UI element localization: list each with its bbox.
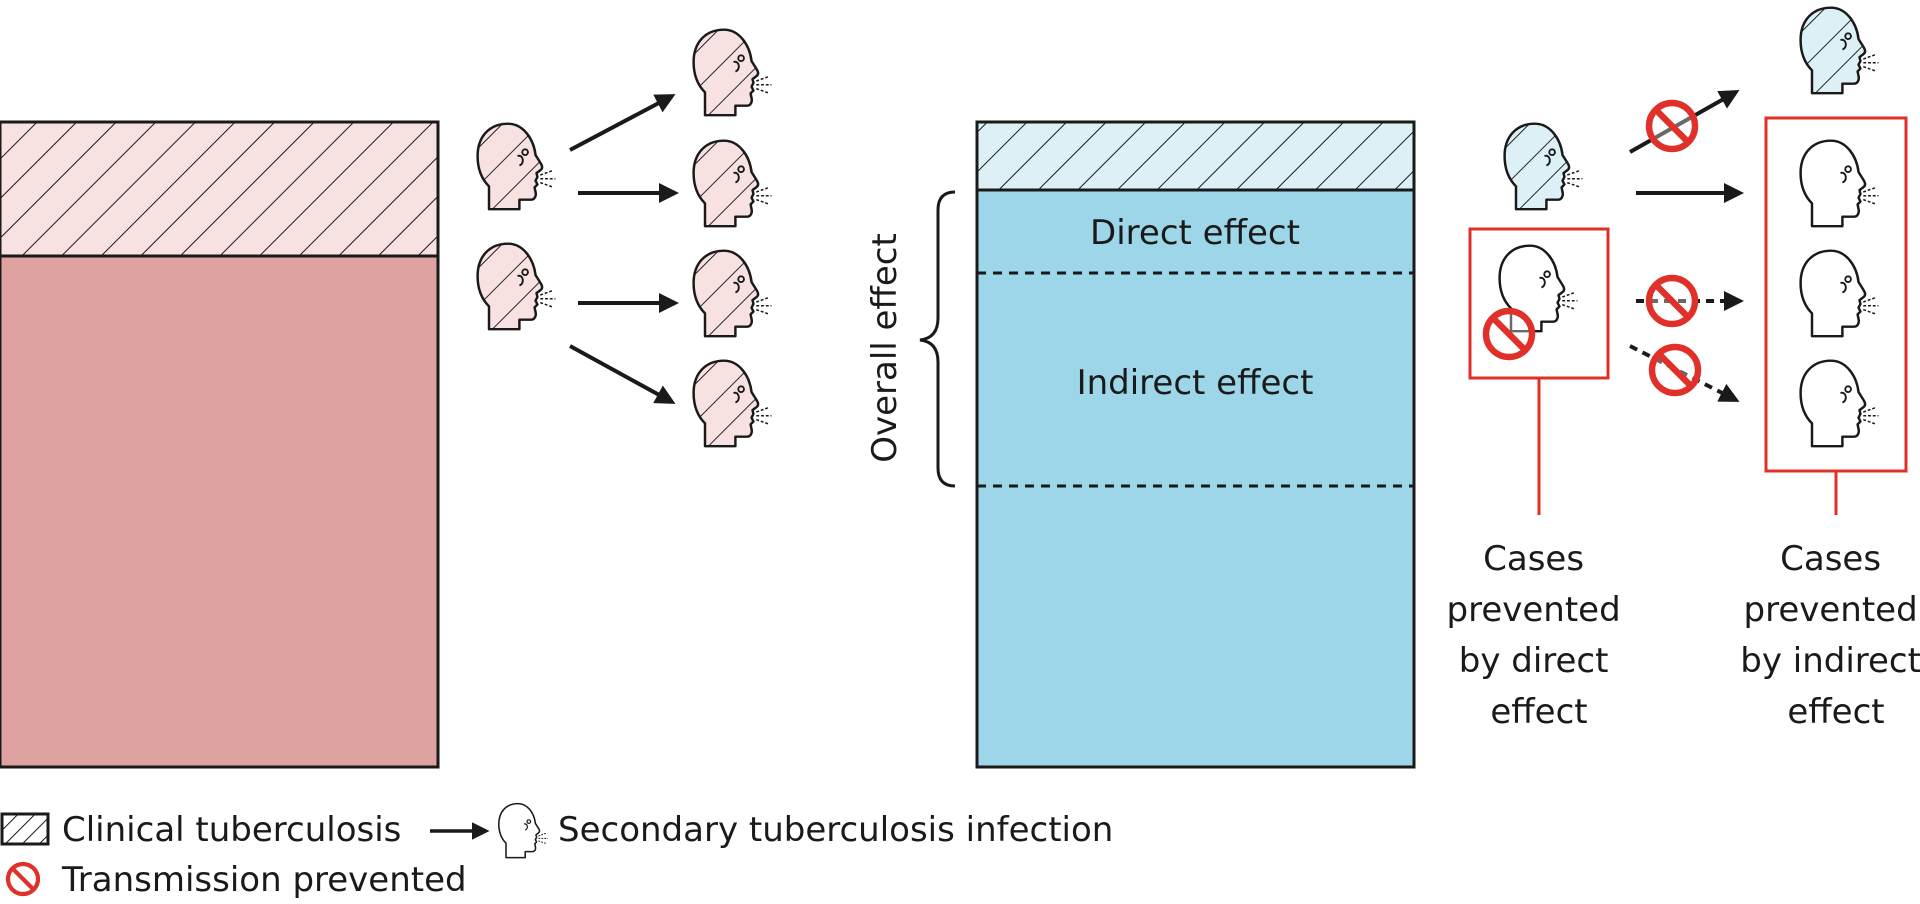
legend: Clinical tuberculosis Secondary tubercul…: [0, 802, 1113, 900]
prevented-case-head-icon: [1799, 359, 1879, 448]
arrow-icon: [569, 94, 676, 152]
legend-prohibited-icon: [5, 861, 41, 897]
blocked-transmission-icon: [1645, 274, 1699, 328]
secondary-case-head-icon: [692, 28, 772, 117]
right-panel: Direct effect Indirect effect Overall ef…: [865, 120, 1416, 769]
prevented-boxes: [1468, 116, 1908, 515]
left-panel: [0, 120, 440, 769]
legend-prohibited-icon: [5, 861, 41, 897]
cases-direct-label: Cases prevented by direct effect: [1447, 539, 1632, 732]
source-head-icon: [476, 242, 556, 331]
direct-effect-label: Direct effect: [1090, 213, 1300, 253]
secondary-case-head-icon: [692, 249, 772, 338]
arrow-icon: [569, 344, 676, 404]
dashed-arrow-icon: [1629, 344, 1740, 402]
secondary-case-head-icon: [692, 139, 772, 228]
right-clinical-band: [975, 120, 1416, 192]
legend-secondary-label: Secondary tuberculosis infection: [558, 810, 1113, 850]
blocked-transmission-icon: [1648, 343, 1702, 397]
overall-brace: [919, 190, 956, 488]
left-clinical-band: [0, 120, 440, 258]
right-transmission-group: [1482, 6, 1879, 448]
left-bar: [0, 254, 440, 769]
secondary-case-head-icon: [1799, 6, 1879, 95]
blocked-transmission-icon: [1645, 99, 1699, 153]
source-head-icon: [1503, 122, 1583, 211]
cases-indirect-label: Cases prevented by indirect effect: [1740, 539, 1920, 732]
left-transmission-group: [476, 28, 772, 448]
indirect-effect-label: Indirect effect: [1077, 363, 1314, 403]
overall-effect-label: Overall effect: [865, 233, 905, 463]
legend-prevented-label: Transmission prevented: [61, 860, 467, 900]
legend-head-icon: [498, 802, 549, 859]
right-bar: [975, 188, 1416, 769]
legend-head-icon: [498, 802, 549, 859]
legend-clinical-label: Clinical tuberculosis: [62, 810, 401, 850]
prevented-source-icon: [1482, 307, 1536, 361]
prevented-case-head-icon: [1799, 249, 1879, 338]
arrow-icon: [1629, 90, 1740, 154]
legend-clinical-swatch: [0, 812, 50, 846]
prevented-case-head-icon: [1799, 139, 1879, 228]
secondary-case-head-icon: [692, 359, 772, 448]
source-head-icon: [476, 122, 556, 211]
